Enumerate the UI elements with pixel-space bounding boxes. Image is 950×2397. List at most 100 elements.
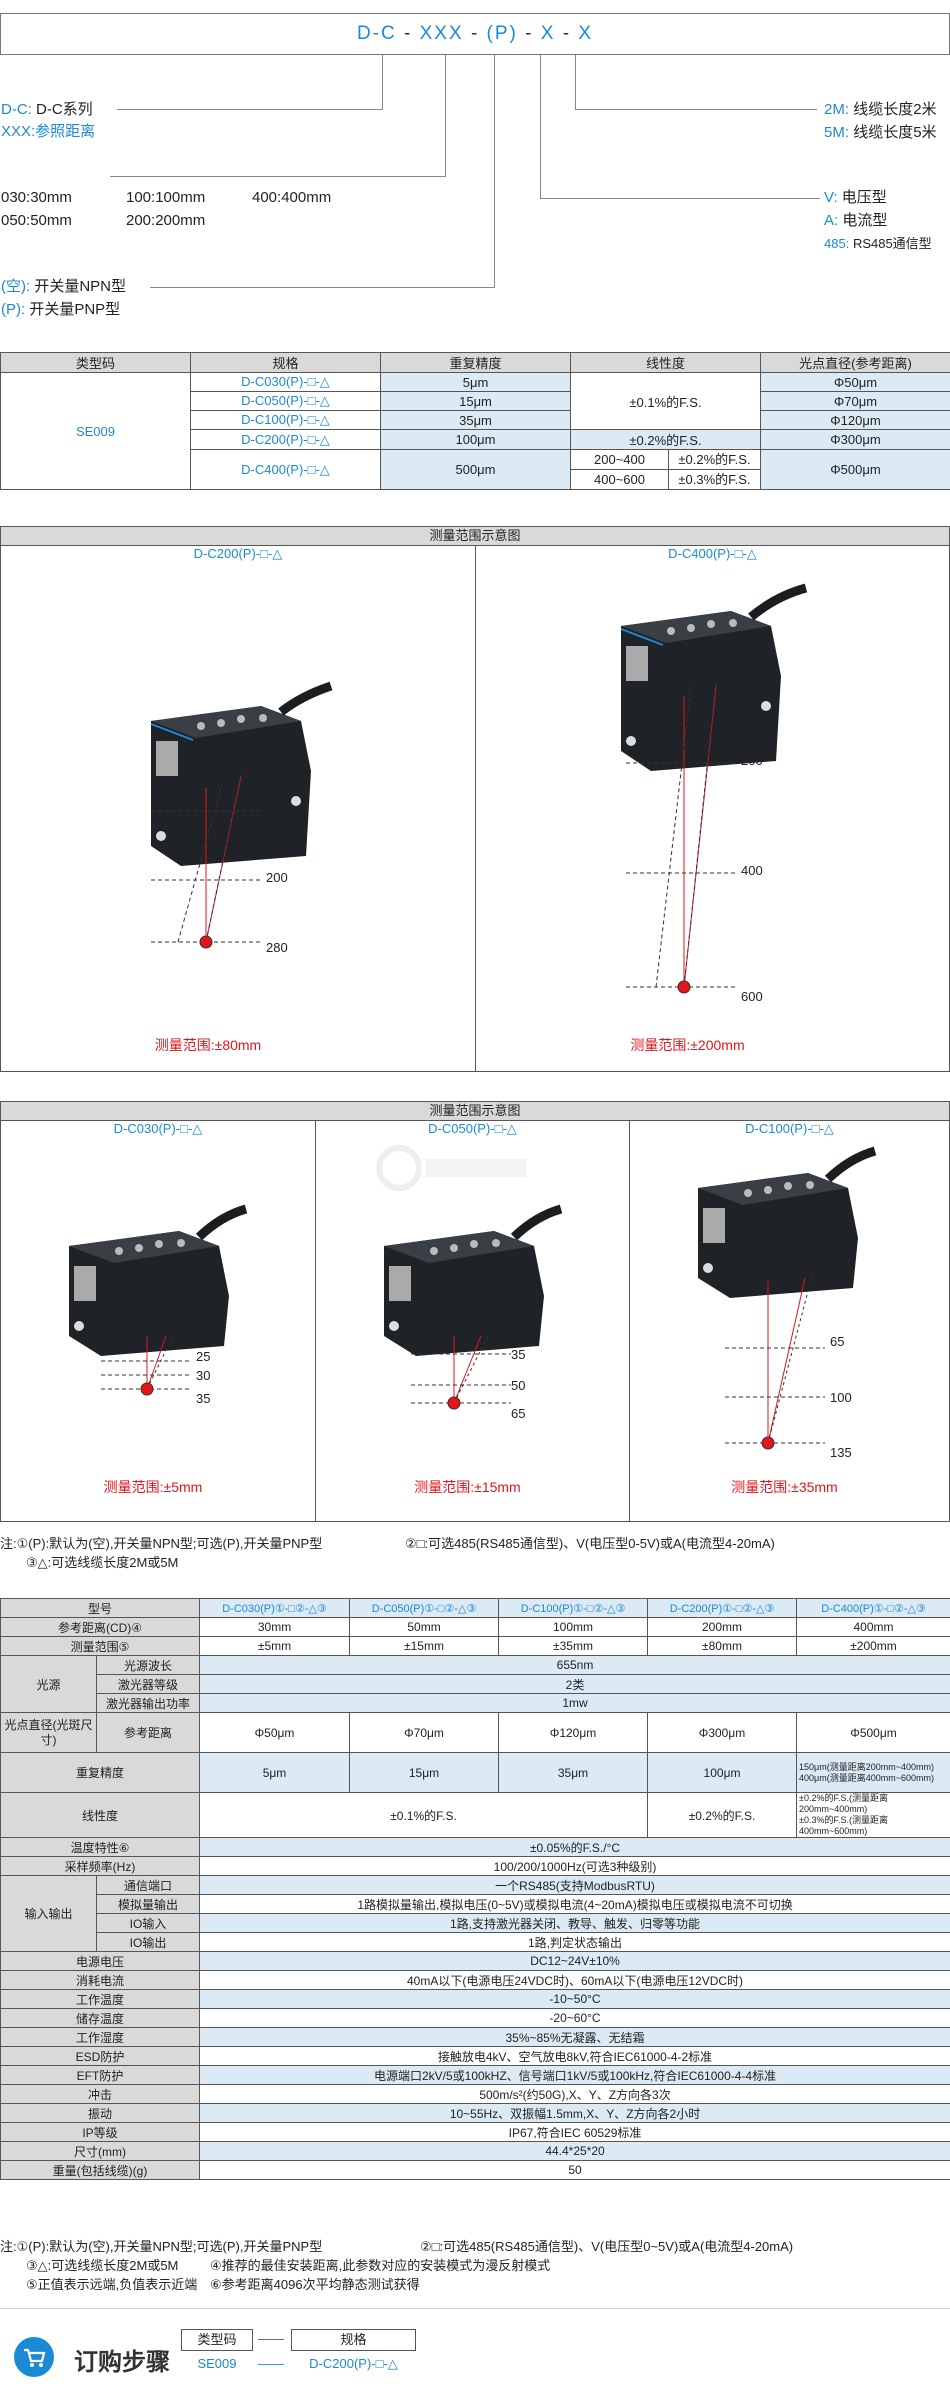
model-cell: D-C050(P)①-□②-△③	[349, 1598, 500, 1618]
cart-icon	[14, 2337, 54, 2377]
figure2-panel-1: D-C030(P)-□-△ 25 30 35 测量范围:±5mm	[0, 1120, 316, 1522]
value-cell: 50	[199, 2160, 950, 2180]
value-cell: 1mw	[199, 1693, 950, 1713]
output-pnp: (P): 开关量PNP型	[1, 301, 121, 318]
sub-label: 激光器等级	[95, 1674, 201, 1694]
distance-mark: 135	[830, 1445, 852, 1460]
range-cell: ±5mm	[199, 1636, 351, 1656]
row-label: 尺寸(mm)	[0, 2141, 201, 2161]
value-cell: 接触放电4kV、空气放电8kV,符合IEC61000-4-2标准	[199, 2046, 950, 2066]
spot-cell: Φ50μm	[760, 372, 950, 392]
spec-cell: D-C200(P)-□-△	[190, 429, 381, 450]
sub-label: 光源波长	[95, 1655, 201, 1675]
range-cell: ±15mm	[349, 1636, 500, 1656]
distance-mark: 400	[741, 863, 763, 878]
connector-line	[575, 55, 576, 110]
row-label: 工作温度	[0, 1989, 201, 2009]
range-label: 测量范围:±35mm	[731, 1479, 838, 1495]
order-dash: ——	[258, 2356, 284, 2371]
selection-table: 类型码 规格 重复精度 线性度 光点直径(参考距离) SE009 D-C030(…	[0, 352, 950, 490]
range-label: 测量范围:±5mm	[103, 1479, 203, 1495]
type-current: A: 电流型	[824, 212, 888, 229]
sensor-diagram	[698, 1146, 877, 1450]
connector-line	[540, 198, 820, 199]
spot-cell: Φ120μm	[498, 1712, 649, 1753]
spot-cell: Φ70μm	[349, 1712, 500, 1753]
distance-mark: 50	[511, 1378, 526, 1393]
figure1-panel-right: D-C400(P)-□-△ 200 400 600 测量范围:±200mm	[475, 545, 950, 1072]
model-cell: D-C400(P)①-□②-△③	[796, 1598, 950, 1618]
row-label: 储存温度	[0, 2008, 201, 2028]
note-line: ③△:可选线缆长度2M或5M	[26, 2258, 179, 2273]
ref-cell: 400mm	[796, 1617, 950, 1637]
spot-cell: Φ500μm	[760, 449, 950, 490]
cable-2m: 2M: 线缆长度2米	[824, 101, 937, 118]
code-sep: -	[562, 23, 572, 44]
row-label: 冲击	[0, 2084, 201, 2104]
value-cell: 电源端口2kV/5或100kHZ、信号端口1kV/5或100kHz,符合IEC6…	[199, 2065, 950, 2085]
panel-label: D-C400(P)-□-△	[668, 546, 757, 561]
row-label: 温度特性⑥	[0, 1837, 201, 1857]
table-header: 规格	[190, 352, 381, 373]
distance-mark: 200	[741, 753, 763, 768]
value-cell: ±0.05%的F.S./°C	[199, 1837, 950, 1857]
order-dash: ——	[258, 2331, 284, 2346]
figure2-title: 测量范围示意图	[0, 1101, 950, 1121]
type-code-cell: SE009	[0, 372, 191, 490]
value-cell: 10~55Hz、双振幅1.5mm,X、Y、Z方向各2小时	[199, 2103, 950, 2123]
figure2-panel-3: D-C100(P)-□-△ 65 100 135 测量范围:±35mm	[629, 1120, 950, 1522]
note-line: ⑥参考距离4096次平均静态测试获得	[210, 2277, 420, 2292]
connector-line	[110, 176, 446, 177]
row-label: ESD防护	[0, 2046, 201, 2066]
sub-label: IO输出	[95, 1932, 201, 1952]
order-title: 订购步骤	[74, 2349, 170, 2376]
row-label: 重复精度	[0, 1752, 201, 1793]
distance-row: 100:100mm	[126, 189, 206, 206]
order-header: 规格	[291, 2329, 416, 2351]
spot-cell: Φ300μm	[647, 1712, 798, 1753]
value-cell: 100/200/1000Hz(可选3种级别)	[199, 1856, 950, 1876]
connector-line	[150, 287, 495, 288]
spec-cell: D-C030(P)-□-△	[190, 372, 381, 392]
table-header: 线性度	[570, 352, 761, 373]
connector-line	[445, 55, 446, 176]
range-label: 测量范围:±80mm	[154, 1037, 262, 1053]
value-cell: 1路,判定状态输出	[199, 1932, 950, 1952]
distance-mark: 65	[511, 1406, 526, 1421]
linearity-cell-400: ±0.2%的F.S.(测量距离200mm~400mm)±0.3%的F.S.(测量…	[796, 1792, 950, 1838]
row-label: 测量范围⑤	[0, 1636, 201, 1656]
repeat-cell: 15μm	[380, 391, 571, 411]
output-npn: (空): 开关量NPN型	[1, 278, 127, 295]
code-part: X	[578, 23, 594, 44]
value-cell: 2类	[199, 1674, 950, 1694]
row-label: 重量(包括线缆)(g)	[0, 2160, 201, 2180]
spec-cell: D-C050(P)-□-△	[190, 391, 381, 411]
value-cell: DC12~24V±10%	[199, 1951, 950, 1971]
row-label: EFT防护	[0, 2065, 201, 2085]
sub-label: 模拟量输出	[95, 1894, 201, 1914]
value-cell: 35%~85%无凝露、无结霜	[199, 2027, 950, 2047]
distance-mark: 600	[741, 989, 763, 1004]
distance-mark: 280	[266, 940, 288, 955]
note-line: ⑤正值表示远端,负值表示近端	[26, 2277, 198, 2292]
range-cell: ±200mm	[796, 1636, 950, 1656]
value-cell: 40mA以下(电源电压24VDC时)、60mA以下(电源电压12VDC时)	[199, 1970, 950, 1990]
linearity-cell: ±0.2%的F.S.	[570, 429, 761, 450]
table-header: 光点直径(参考距离)	[760, 352, 950, 373]
ref-cell: 30mm	[199, 1617, 351, 1637]
spot-cell: Φ50μm	[199, 1712, 351, 1753]
connector-line	[117, 109, 383, 110]
panel-label: D-C100(P)-□-△	[745, 1121, 834, 1136]
distance-mark: 35	[196, 1391, 211, 1406]
row-label: 采样频率(Hz)	[0, 1856, 201, 1876]
repeat-cell: 35μm	[498, 1752, 649, 1793]
order-value: D-C200(P)-□-△	[309, 2356, 398, 2371]
repeat-cell-400: 150μm(测量距离200mm~400mm)400μm(测量距离400mm~60…	[796, 1752, 950, 1793]
repeat-cell: 15μm	[349, 1752, 500, 1793]
value-cell: 500m/s²(约50G),X、Y、Z方向各3次	[199, 2084, 950, 2104]
range-label: 测量范围:±200mm	[630, 1037, 745, 1053]
distance-mark: 35	[511, 1347, 526, 1362]
linearity-400-row2: 400~600 ±0.3%的F.S.	[570, 469, 761, 490]
spot-cell: Φ120μm	[760, 410, 950, 430]
value-cell: -20~60°C	[199, 2008, 950, 2028]
